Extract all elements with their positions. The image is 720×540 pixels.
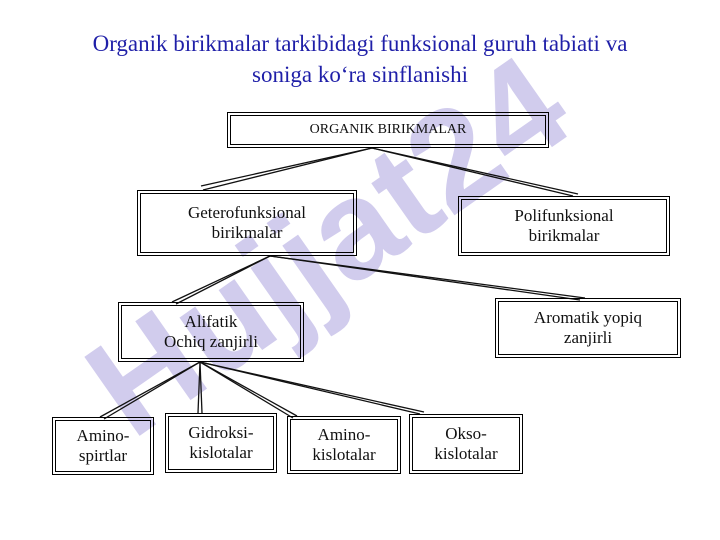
node-oxo-acids-label: Okso- kislotalar	[434, 424, 498, 463]
connector-root-poly-b	[371, 147, 574, 197]
node-organic-compounds-label: ORGANIK BIRIKMALAR	[309, 121, 467, 137]
connector-hetero-aliphatic-b	[175, 255, 271, 305]
connector-hetero-aromatic-b	[269, 255, 581, 301]
node-oxo-acids: Okso- kislotalar	[409, 414, 523, 474]
node-hydroxy-acids-label: Gidroksi- kislotalar	[188, 423, 254, 462]
node-aliphatic: Alifatik Ochiq zanjirli	[118, 302, 304, 362]
node-polyfunctional: Polifunksional birikmalar	[458, 196, 670, 256]
connector-aliphatic-aminoalc-b	[103, 361, 201, 420]
node-amino-alcohols-label: Amino- spirtlar	[76, 426, 130, 465]
node-polyfunctional-label: Polifunksional birikmalar	[514, 206, 614, 245]
node-aromatic: Aromatik yopiq zanjirli	[495, 298, 681, 358]
page-title-line-1: Organik birikmalar tarkibidagi funksiona…	[92, 31, 628, 56]
node-aliphatic-label: Alifatik Ochiq zanjirli	[164, 312, 258, 351]
node-hydroxy-acids: Gidroksi- kislotalar	[165, 413, 277, 473]
node-heterofunctional-label: Geterofunksional birikmalar	[187, 203, 307, 242]
connector-aliphatic-hydroxy-a	[197, 361, 201, 414]
node-heterofunctional: Geterofunksional birikmalar	[137, 190, 357, 256]
page-title-line-2: soniga ko‘ra sinflanishi	[252, 62, 468, 87]
connector-root-hetero-b	[202, 147, 373, 191]
connector-aliphatic-amino-b	[199, 361, 294, 419]
node-organic-compounds: ORGANIK BIRIKMALAR	[227, 112, 549, 148]
page-title: Organik birikmalar tarkibidagi funksiona…	[0, 28, 720, 90]
connector-aliphatic-oxo-b	[199, 361, 421, 415]
node-aromatic-label: Aromatik yopiq zanjirli	[533, 308, 643, 347]
connector-aliphatic-hydroxy-b	[199, 361, 203, 414]
node-amino-alcohols: Amino- spirtlar	[52, 417, 154, 475]
node-amino-acids-label: Amino- kislotalar	[312, 425, 376, 464]
connector-root-hetero-a	[200, 147, 373, 187]
node-amino-acids: Amino- kislotalar	[287, 416, 401, 474]
